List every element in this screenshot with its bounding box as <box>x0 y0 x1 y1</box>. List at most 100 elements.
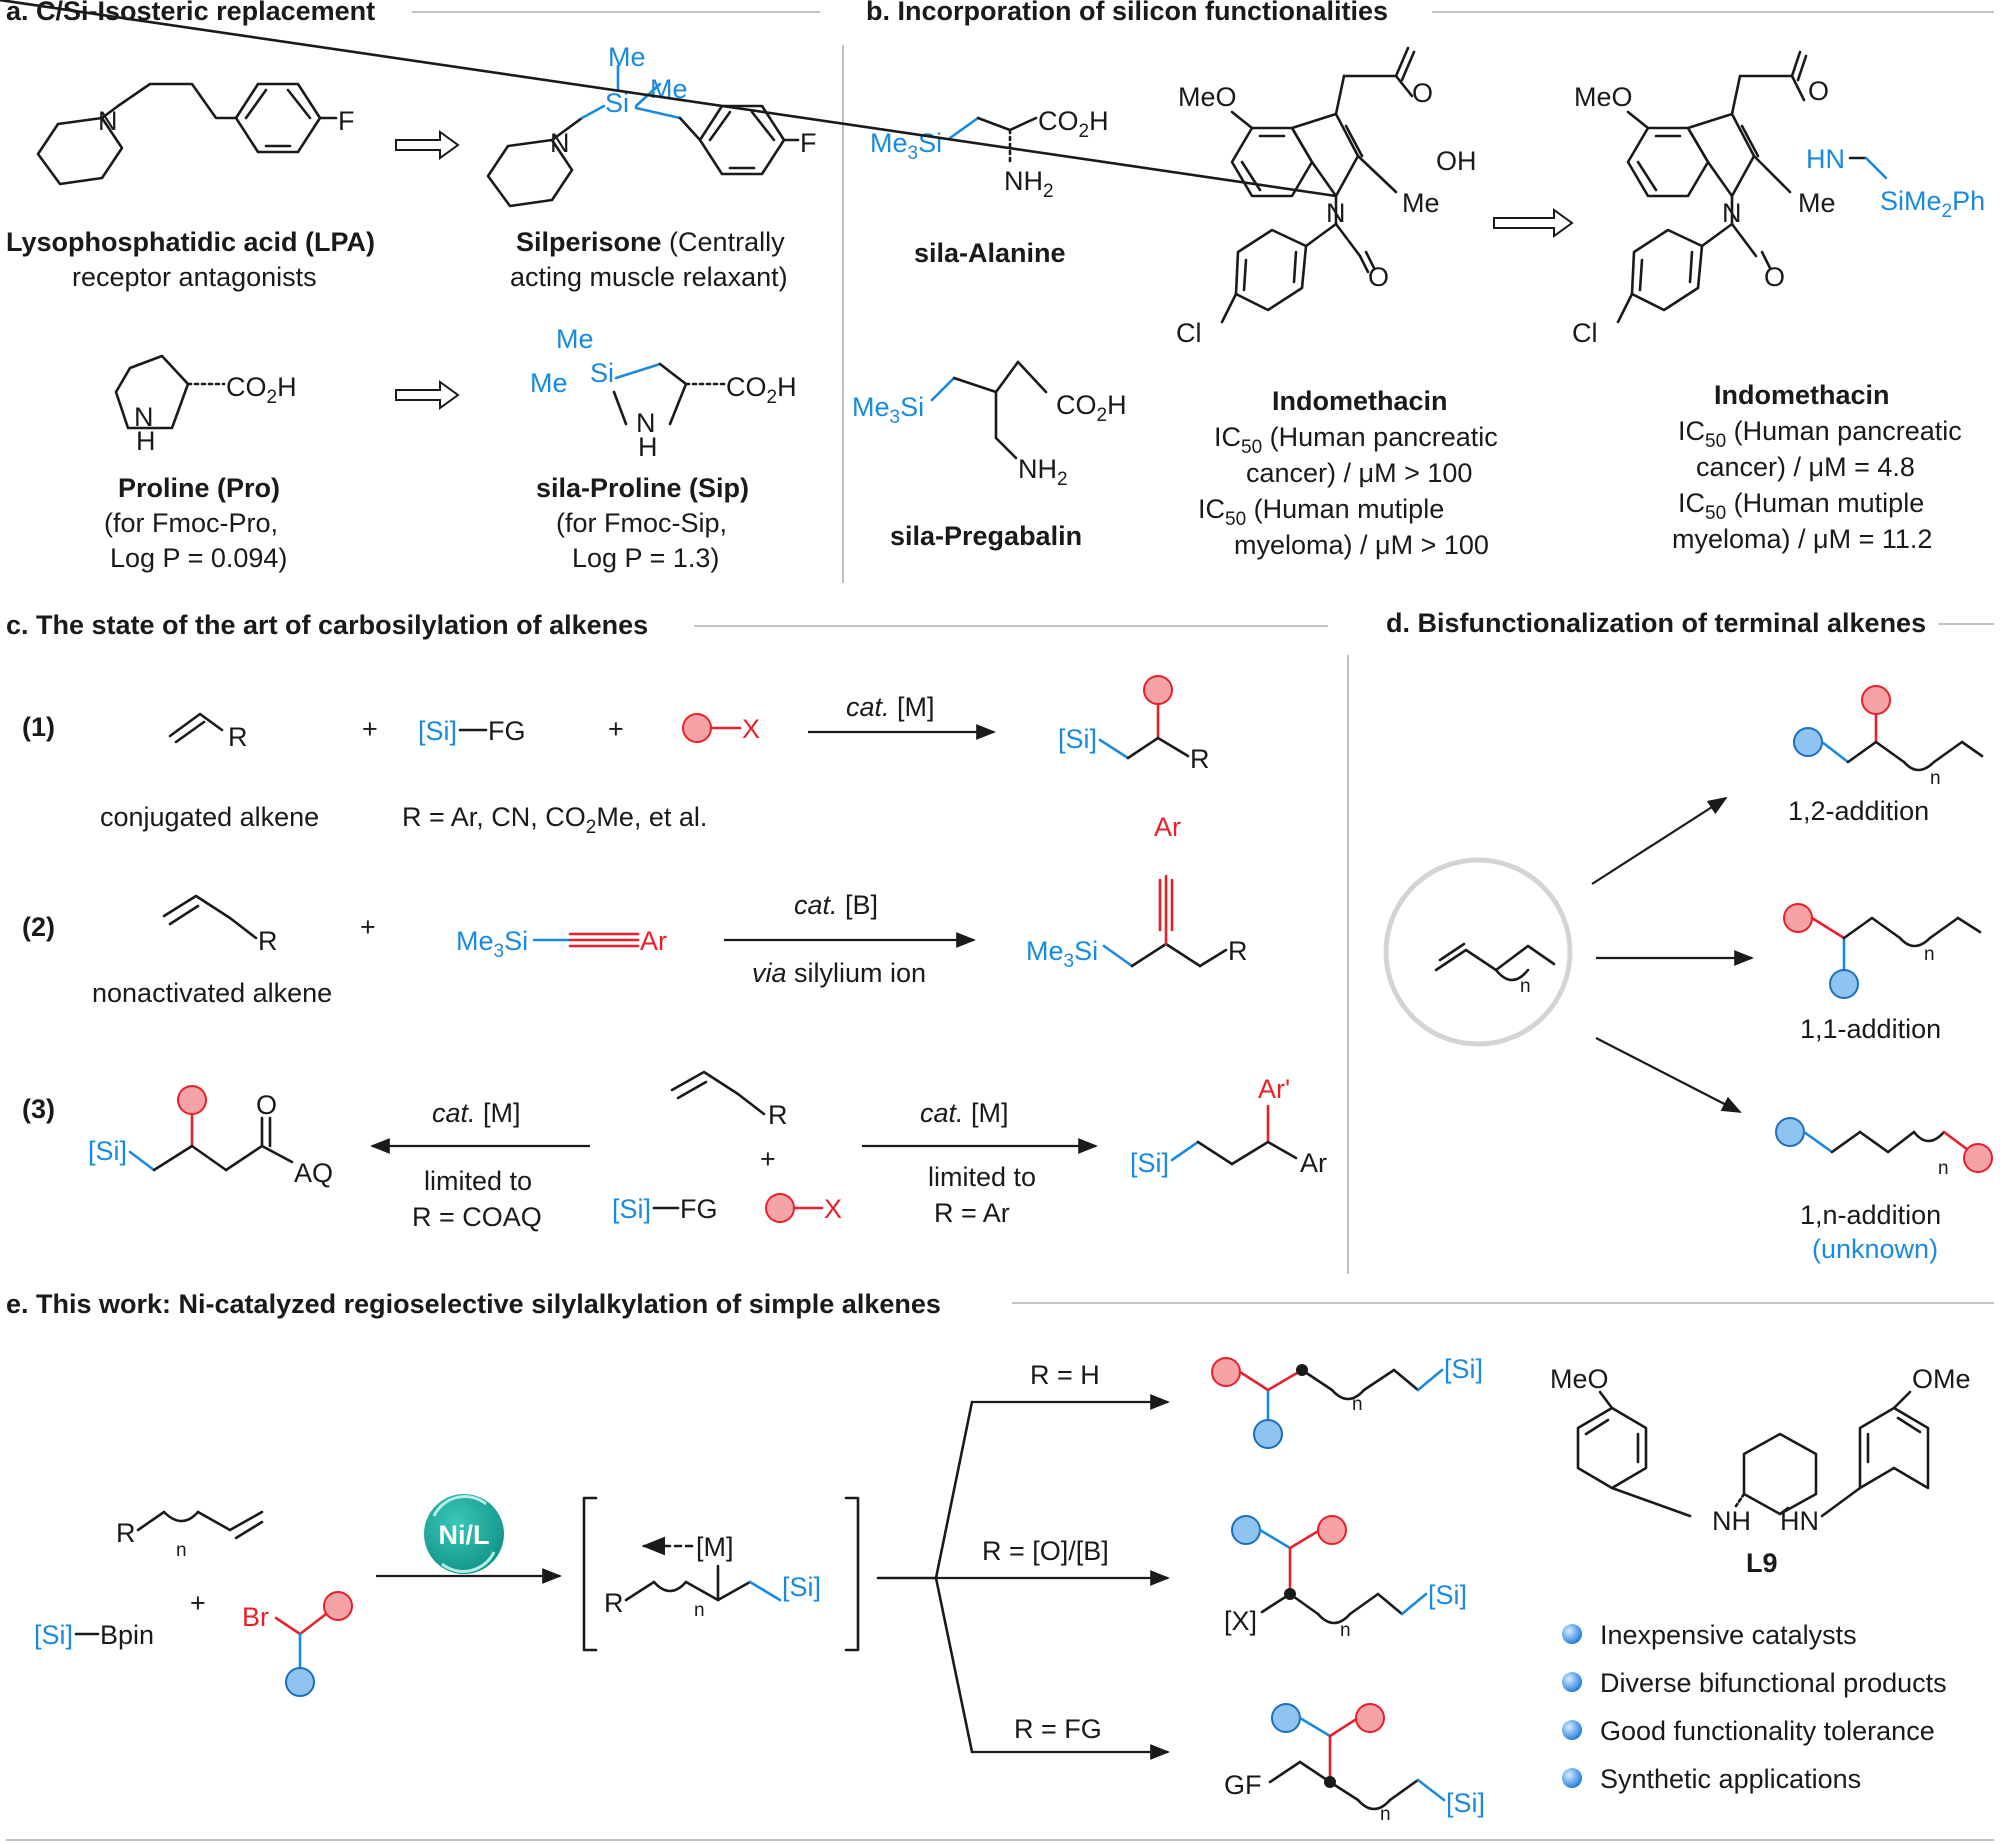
e-product-1: n [Si] <box>1211 1354 1483 1449</box>
e-intermediate-bracket: R [M] [Si] n <box>582 1496 860 1652</box>
atom-r: R <box>768 1100 788 1130</box>
panel-e-header: e. This work: Ni-catalyzed regioselectiv… <box>6 1289 1994 1319</box>
r-definition: R = Ar, CN, CO2Me, et al. <box>402 802 707 838</box>
panel-b-header: b. Incorporation of silicon functionalit… <box>866 0 1994 26</box>
atom-hn: HN <box>1806 144 1845 174</box>
atom-n: N <box>1722 198 1742 228</box>
panel-d-heading: d. Bisfunctionalization of terminal alke… <box>1386 608 1926 638</box>
condition-r-h: R = H <box>1030 1360 1100 1390</box>
subscript-n: n <box>1930 768 1941 789</box>
proline-label-1: Proline (Pro) <box>118 473 280 503</box>
si-label: [Si] <box>782 1572 821 1602</box>
sila-pregabalin-label: sila-Pregabalin <box>890 521 1082 551</box>
x-label: X <box>824 1194 842 1224</box>
eq3-center: R + [Si] FG X <box>612 1070 842 1224</box>
atom-r: R <box>116 1518 136 1548</box>
eq3-cat-right: cat. [M] <box>920 1098 1009 1128</box>
addition-11-label: 1,1-addition <box>1800 1014 1941 1044</box>
e-substrate-alkene: R n <box>116 1510 264 1561</box>
indo2-line1: IC50 (Human pancreatic <box>1678 416 1962 452</box>
sila-alanine-structure: Me3Si CO2H NH2 <box>870 106 1109 202</box>
me3si-label: Me3Si <box>852 392 924 428</box>
terminal-alkene-circle: n <box>1383 857 1573 1047</box>
feature-item: Good functionality tolerance <box>1562 1716 1935 1746</box>
product-11-structure: n <box>1783 903 1982 999</box>
sip-label-1: sila-Proline (Sip) <box>536 473 749 503</box>
bullet-icon <box>1562 1672 1582 1692</box>
indo2-line4: myeloma) / μM = 11.2 <box>1672 524 1932 554</box>
aq-label: AQ <box>294 1158 333 1188</box>
si-label: [Si] <box>1058 724 1097 754</box>
atom-ome: OMe <box>1912 1364 1971 1394</box>
eq2-product: Me3Si R Ar <box>1026 812 1248 972</box>
eq3-limited-right: limited to <box>928 1162 1036 1192</box>
indomethacin-structure-1: MeO O OH Me N O Cl <box>0 0 1477 348</box>
subscript-n: n <box>1380 1804 1391 1825</box>
si-label: [Si] <box>1428 1580 1467 1610</box>
si-label: [Si] <box>88 1136 127 1166</box>
indo1-line3: IC50 (Human mutiple <box>1198 494 1444 530</box>
atom-hn: HN <box>1780 1506 1819 1536</box>
sila-pregabalin-structure: Me3Si CO2H NH2 <box>852 360 1127 490</box>
atom-n: N <box>98 106 118 136</box>
bullet-icon <box>1562 1768 1582 1788</box>
subscript-n: n <box>176 1540 187 1561</box>
si-label: [Si] <box>1444 1354 1483 1384</box>
panel-a-heading: a. C/Si-Isosteric replacement <box>6 0 375 26</box>
indo2-line3: IC50 (Human mutiple <box>1678 488 1924 524</box>
x-label: X <box>742 714 760 744</box>
addition-1n-label: 1,n-addition <box>1800 1200 1941 1230</box>
panel-a-header: a. C/Si-Isosteric replacement <box>6 0 820 26</box>
panel-c-heading: c. The state of the art of carbosilylati… <box>6 610 648 640</box>
atom-h: H <box>136 426 156 456</box>
plus-sign: + <box>760 1144 776 1174</box>
replace-arrow-b <box>1493 208 1574 238</box>
atom-n: N <box>1326 198 1346 228</box>
ligand-l9-structure: MeO NH HN OMe <box>1550 1364 1971 1536</box>
atom-h: H <box>638 432 658 462</box>
replace-arrow-a2 <box>395 380 460 410</box>
condition-r-ob: R = [O]/[B] <box>982 1536 1109 1566</box>
atom-n: N <box>550 128 570 158</box>
eq1-number: (1) <box>22 712 55 742</box>
feature-text: Good functionality tolerance <box>1600 1716 1935 1746</box>
eq3-limited-left: limited to <box>424 1166 532 1196</box>
eq3-r-ar: R = Ar <box>934 1198 1010 1228</box>
proline-structure: H N CO2H <box>114 354 297 456</box>
indo1-line1: IC50 (Human pancreatic <box>1214 422 1498 458</box>
ar-label: Ar <box>1154 812 1181 842</box>
eq2-number: (2) <box>22 912 55 942</box>
subscript-n: n <box>1520 976 1531 997</box>
e-product-2: [X] n [Si] <box>1224 1515 1467 1641</box>
subscript-n: n <box>694 1600 705 1621</box>
si-label: [Si] <box>1130 1148 1169 1178</box>
pregabalin-nh2: NH2 <box>1018 454 1068 490</box>
atom-o: O <box>1808 76 1829 106</box>
proline-label-3: Log P = 0.094) <box>110 543 287 573</box>
gf-label: GF <box>1224 1770 1262 1800</box>
silperisone-label-2: acting muscle relaxant) <box>510 262 788 292</box>
plus-sign: + <box>362 714 378 744</box>
conjugated-label: conjugated alkene <box>100 802 319 832</box>
atom-cl: Cl <box>1572 318 1598 348</box>
eq3-right-product: [Si] Ar' Ar <box>1130 1074 1327 1178</box>
e-silylboron: [Si] Bpin <box>34 1620 154 1650</box>
e-feature-list: Inexpensive catalysts Diverse bifunction… <box>1562 1620 1947 1794</box>
atom-meo: MeO <box>1178 82 1237 112</box>
indo2-line2: cancer) / μM = 4.8 <box>1696 452 1915 482</box>
panel-d-header: d. Bisfunctionalization of terminal alke… <box>1386 608 1994 638</box>
e-branching-arrows <box>876 1394 1170 1760</box>
bullet-icon <box>1562 1624 1582 1644</box>
bullet-icon <box>1562 1720 1582 1740</box>
atom-meo: MeO <box>1574 82 1633 112</box>
atom-r: R <box>604 1588 624 1618</box>
me3si-label: Me3Si <box>1026 936 1098 972</box>
replace-arrow-a1 <box>395 130 460 160</box>
indo1-line2: cancer) / μM > 100 <box>1246 458 1472 488</box>
si-label: [Si] <box>418 716 457 746</box>
atom-r: R <box>258 926 278 956</box>
eq1-cat: cat. [M] <box>846 692 935 722</box>
panel-e-heading: e. This work: Ni-catalyzed regioselectiv… <box>6 1289 941 1319</box>
atom-f: F <box>338 106 355 136</box>
